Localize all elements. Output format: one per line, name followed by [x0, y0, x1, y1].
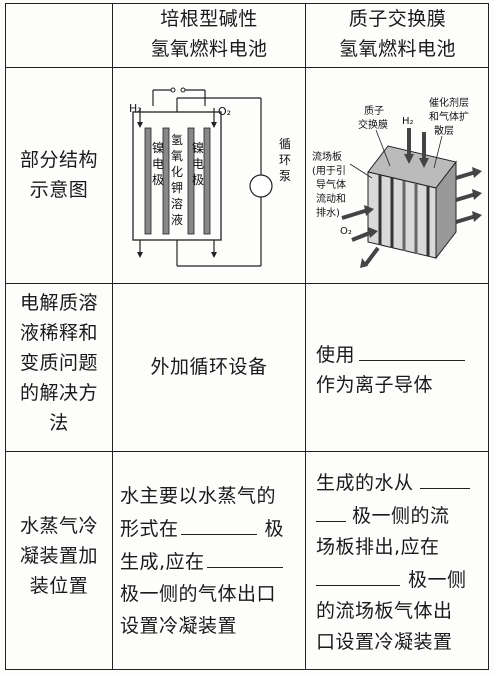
solution-char-1: 氢 [171, 132, 183, 147]
solution-char-2: 氧 [171, 149, 183, 163]
header-alkaline-line2: 氢氧燃料电池 [150, 38, 268, 60]
solution-char-3: 化 [171, 165, 183, 179]
left-electrode-char-3: 极 [152, 173, 164, 187]
pem-condenser-blank-1-cont[interactable] [316, 499, 346, 522]
alkaline-condenser-line4: 极一侧的气体出口 [120, 583, 277, 605]
alkaline-condenser-line5: 设置冷凝装置 [120, 615, 238, 637]
row-label-electrolyte-line3: 变质问题 [19, 352, 98, 374]
pem-o2-label: O₂ [340, 226, 352, 237]
right-electrode-char-2: 电 [192, 157, 204, 171]
pump-char-2: 环 [279, 153, 291, 167]
pem-catalyst-label-2: 和气体扩 [429, 110, 469, 123]
pem-flow-plate-label-3: 导气体 [316, 178, 346, 191]
row-label-condenser-line3: 装位置 [29, 575, 89, 597]
pem-flow-plate-label-4: 流动和 [316, 192, 346, 205]
row-label-structure-line2: 示意图 [29, 179, 89, 201]
column-divider-1 [112, 3, 113, 670]
pump-char-3: 泵 [279, 169, 291, 183]
pem-membrane-label-1: 质子 [364, 105, 384, 117]
pem-condenser-line4: 极一侧 [408, 569, 467, 591]
alkaline-condenser-blank-1[interactable] [180, 512, 257, 535]
left-electrode-char-1: 镍 [152, 141, 164, 155]
row-label-condenser-line1: 水蒸气冷 [19, 515, 98, 537]
pem-condenser-line2: 极一侧的流 [352, 505, 450, 527]
header-pem-line2: 氢氧燃料电池 [338, 38, 456, 60]
pem-condenser-text: 生成的水从 极一侧的流 场板排出,应在 极一侧 的流场板气体出 口设置冷凝装置 [316, 466, 488, 658]
pem-electrolyte-blank[interactable] [359, 338, 466, 361]
row-label-structure: 部分结构 示意图 [6, 145, 112, 205]
pem-condenser-line1: 生成的水从 [316, 472, 414, 494]
alkaline-condenser-line2-suffix: 极 [264, 518, 285, 540]
row-label-electrolyte-line2: 液稀释和 [19, 322, 98, 344]
pem-electrolyte-solution: 使用 作为离子导体 [316, 338, 486, 400]
pem-condenser-line6: 口设置冷凝装置 [316, 631, 453, 653]
pem-h2-label: H₂ [402, 116, 414, 127]
right-electrode-char-3: 极 [192, 173, 204, 187]
row-label-condenser-line2: 凝装置加 [19, 545, 98, 567]
pem-condenser-line5: 的流场板气体出 [316, 600, 453, 622]
header-pem-line1: 质子交换膜 [348, 8, 447, 30]
solution-char-4: 钾 [171, 181, 183, 195]
row-label-electrolyte-line1: 电解质溶 [19, 292, 98, 314]
solution-char-6: 液 [171, 212, 183, 227]
alkaline-fuel-cell-diagram: H₂ O₂ 镍 电 极 镍 电 极 氢 氧 化 钾 溶 液 [129, 87, 291, 267]
alkaline-condenser-text: 水主要以水蒸气的 形式在 极 生成,应在 极一侧的气体出口 设置冷凝装置 [120, 480, 302, 642]
header-alkaline-line1: 培根型碱性 [160, 8, 258, 30]
alkaline-condenser-line1: 水主要以水蒸气的 [120, 485, 277, 507]
row-label-structure-line1: 部分结构 [19, 149, 98, 171]
alkaline-condenser-line3: 生成,应在 [120, 551, 205, 573]
pem-electrolyte-line2: 作为离子导体 [316, 374, 434, 396]
alkaline-h2-label: H₂ [129, 102, 142, 115]
alkaline-condenser-line2-prefix: 形式在 [120, 518, 179, 540]
pem-flow-plate-label-2: (用于引 [312, 165, 346, 177]
pem-flow-plate-label-5: 排水) [316, 206, 340, 219]
column-divider-2 [305, 3, 306, 670]
table-frame [5, 3, 489, 670]
pem-condenser-line3: 场板排出,应在 [316, 536, 440, 558]
row-divider-3 [5, 451, 489, 452]
row-label-condenser: 水蒸气冷 凝装置加 装位置 [6, 511, 112, 601]
pem-catalyst-label-1: 催化剂层 [429, 96, 469, 109]
header-pem: 质子交换膜 氢氧燃料电池 [306, 4, 489, 64]
alkaline-condenser-blank-2[interactable] [206, 545, 283, 568]
left-electrode-char-2: 电 [152, 157, 164, 171]
pem-flow-plate-label-1: 流场板 [312, 150, 342, 163]
row-divider-1 [5, 67, 489, 68]
pem-electrolyte-prefix: 使用 [316, 344, 356, 366]
pem-condenser-blank-1[interactable] [419, 466, 470, 489]
row-divider-2 [5, 283, 489, 284]
pem-fuel-cell-diagram: 质子 交换膜 H₂ 催化剂层 和气体扩 散层 流场板 (用于引 导气体 流动和 … [312, 96, 482, 268]
right-electrode-char-1: 镍 [192, 141, 204, 155]
pump-char-1: 循 [279, 137, 291, 151]
alkaline-electrolyte-solution: 外加循环设备 [150, 356, 268, 378]
row-label-electrolyte-line4: 的解决方 [19, 382, 98, 404]
row-label-electrolyte-line5: 法 [49, 412, 69, 434]
solution-char-5: 溶 [171, 196, 183, 211]
row-label-electrolyte: 电解质溶 液稀释和 变质问题 的解决方 法 [6, 288, 112, 438]
header-alkaline: 培根型碱性 氢氧燃料电池 [113, 4, 305, 64]
pem-condenser-blank-2[interactable] [316, 563, 400, 586]
pem-membrane-label-2: 交换膜 [358, 118, 388, 131]
pem-catalyst-label-3: 散层 [434, 124, 454, 137]
